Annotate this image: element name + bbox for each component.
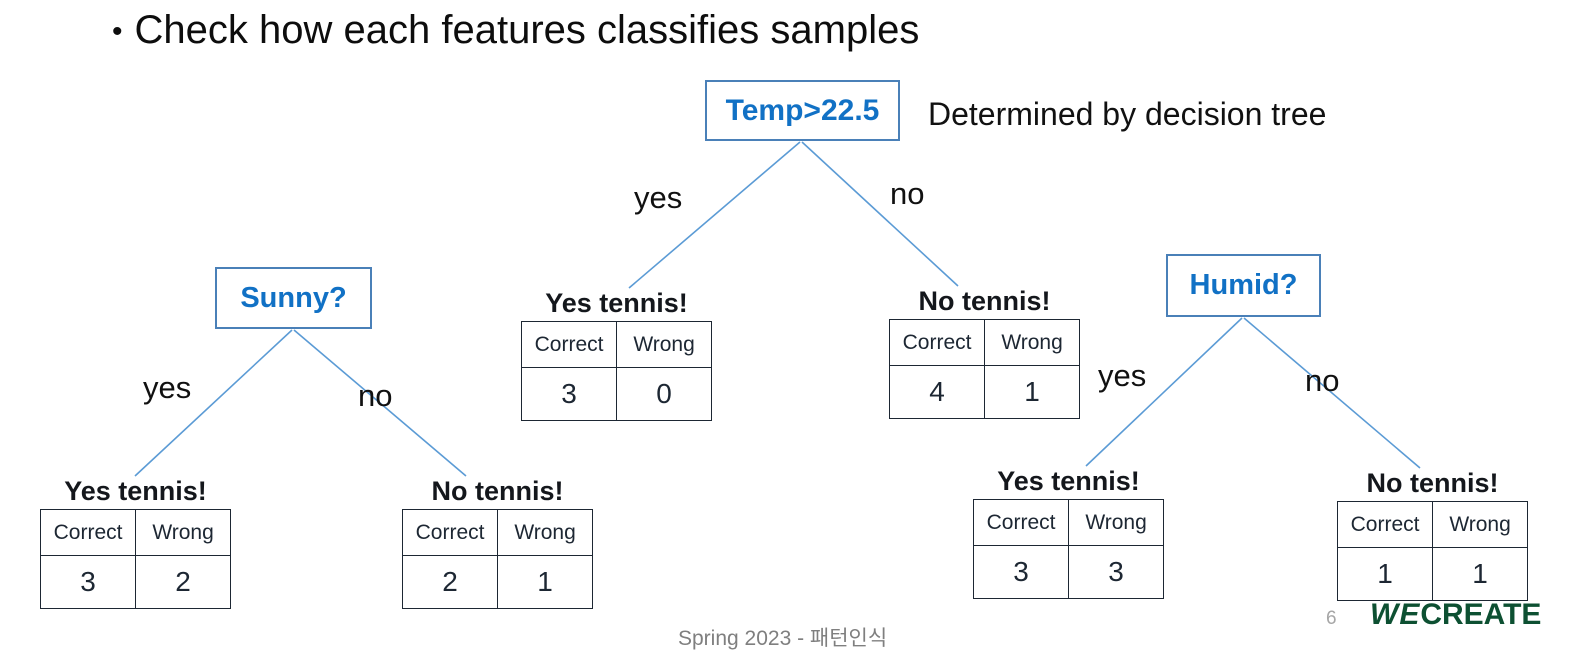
leaf-node-sunny-no: No tennis! Correct Wrong 2 1 [401, 476, 593, 609]
header-correct: Correct [1336, 501, 1434, 548]
value-wrong: 1 [1432, 547, 1528, 601]
header-wrong: Wrong [1432, 501, 1528, 548]
edge-label-temp-no: no [890, 176, 925, 211]
page-title-text: Check how each features classifies sampl… [134, 8, 920, 52]
table-header-row: Correct Wrong [888, 319, 1080, 366]
edge-temp-no [801, 141, 959, 287]
table-row: 3 0 [520, 367, 712, 421]
value-correct: 1 [1336, 547, 1434, 601]
value-correct: 2 [401, 555, 499, 609]
leaf-title: No tennis! [1366, 468, 1499, 498]
header-correct: Correct [520, 321, 618, 368]
header-correct: Correct [401, 509, 499, 556]
value-wrong: 0 [616, 367, 712, 421]
page-number: 6 [1326, 608, 1337, 629]
table-header-row: Correct Wrong [520, 321, 712, 368]
value-correct: 3 [520, 367, 618, 421]
leaf-node-temp-no: No tennis! Correct Wrong 4 1 [888, 286, 1080, 419]
footer-text: Spring 2023 - 패턴인식 [678, 627, 888, 650]
counts-table: Correct Wrong 1 1 [1336, 501, 1528, 601]
brand-logo: WECREATE [1370, 598, 1541, 632]
leaf-node-temp-yes: Yes tennis! Correct Wrong 3 0 [520, 288, 712, 421]
counts-table: Correct Wrong 2 1 [401, 509, 593, 609]
value-correct: 3 [39, 555, 137, 609]
bullet-glyph: • [112, 15, 123, 49]
leaf-title: No tennis! [431, 476, 564, 506]
decision-node-sunny[interactable]: Sunny? [215, 267, 372, 329]
leaf-title: Yes tennis! [545, 288, 688, 318]
counts-table: Correct Wrong 3 2 [39, 509, 231, 609]
header-wrong: Wrong [984, 319, 1080, 366]
header-wrong: Wrong [497, 509, 593, 556]
table-header-row: Correct Wrong [39, 509, 231, 556]
value-correct: 4 [888, 365, 986, 419]
decision-node-temp-label: Temp>22.5 [725, 93, 880, 127]
table-row: 4 1 [888, 365, 1080, 419]
leaf-node-humid-no: No tennis! Correct Wrong 1 1 [1336, 468, 1528, 601]
brand-logo-create: CREATE [1420, 598, 1542, 631]
header-wrong: Wrong [1068, 499, 1164, 546]
counts-table: Correct Wrong 3 0 [520, 321, 712, 421]
edge-label-sunny-no: no [358, 378, 393, 413]
header-correct: Correct [888, 319, 986, 366]
value-wrong: 1 [984, 365, 1080, 419]
table-header-row: Correct Wrong [401, 509, 593, 556]
counts-table: Correct Wrong 3 3 [972, 499, 1164, 599]
leaf-node-humid-yes: Yes tennis! Correct Wrong 3 3 [972, 466, 1164, 599]
decision-node-humid[interactable]: Humid? [1166, 254, 1321, 317]
header-wrong: Wrong [135, 509, 231, 556]
header-wrong: Wrong [616, 321, 712, 368]
table-row: 3 2 [39, 555, 231, 609]
counts-table: Correct Wrong 4 1 [888, 319, 1080, 419]
table-row: 1 1 [1336, 547, 1528, 601]
edge-label-temp-yes: yes [634, 180, 683, 215]
leaf-title: Yes tennis! [64, 476, 207, 506]
table-header-row: Correct Wrong [1336, 501, 1528, 548]
decision-node-sunny-label: Sunny? [240, 281, 347, 314]
table-row: 3 3 [972, 545, 1164, 599]
decision-node-temp[interactable]: Temp>22.5 [705, 80, 900, 141]
decision-node-humid-label: Humid? [1189, 269, 1298, 301]
table-row: 2 1 [401, 555, 593, 609]
leaf-title: No tennis! [918, 286, 1051, 316]
leaf-title: Yes tennis! [997, 466, 1140, 496]
header-correct: Correct [39, 509, 137, 556]
value-wrong: 1 [497, 555, 593, 609]
leaf-node-sunny-yes: Yes tennis! Correct Wrong 3 2 [39, 476, 231, 609]
page-title: • Check how each features classifies samp… [112, 8, 919, 53]
brand-logo-we: WE [1370, 598, 1421, 631]
header-correct: Correct [972, 499, 1070, 546]
edge-label-sunny-yes: yes [143, 370, 192, 405]
table-header-row: Correct Wrong [972, 499, 1164, 546]
side-note: Determined by decision tree [928, 96, 1327, 132]
edge-label-humid-yes: yes [1098, 358, 1147, 393]
value-correct: 3 [972, 545, 1070, 599]
value-wrong: 2 [135, 555, 231, 609]
value-wrong: 3 [1068, 545, 1164, 599]
edge-label-humid-no: no [1305, 363, 1340, 398]
